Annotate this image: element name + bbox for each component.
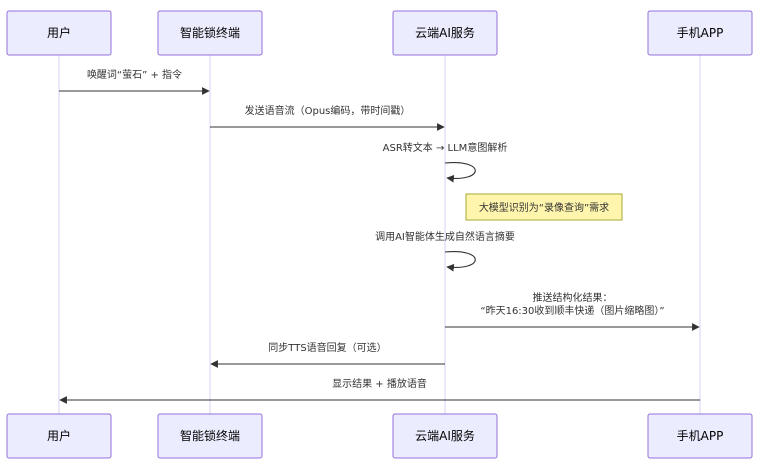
participant-label: 手机APP — [677, 429, 724, 443]
participant-box — [392, 10, 498, 56]
message-cloud-to-app: 推送结构化结果：“昨天16:30收到顺丰快递（图片缩略图）” — [445, 291, 700, 331]
participant-cloud-top: 云端AI服务 — [392, 10, 498, 56]
message-label: 发送语音流（Opus编码，带时间戳） — [245, 104, 411, 117]
message-cloud-to-lock: 同步TTS语音回复（可选） — [210, 341, 445, 368]
message-label: “昨天16:30收到顺丰快递（图片缩略图）” — [480, 304, 664, 317]
note: 大模型识别为“录像查询”需求 — [465, 193, 623, 221]
message-app-to-user: 显示结果 + 播放语音 — [59, 377, 700, 404]
message-user-to-lock: 唤醒词“萤石” + 指令 — [59, 68, 210, 95]
note-box — [465, 193, 623, 221]
participant-box — [157, 10, 263, 56]
self-message-cloud-to-cloud: 调用AI智能体生成自然语言摘要 — [375, 230, 515, 272]
lifelines — [58, 55, 701, 414]
participant-box — [392, 413, 498, 459]
message-label: 唤醒词“萤石” + 指令 — [87, 68, 182, 81]
message-lock-to-cloud: 发送语音流（Opus编码，带时间戳） — [210, 104, 445, 131]
self-message-arrow — [444, 250, 476, 272]
participant-app-bottom: 手机APP — [647, 413, 753, 459]
participant-label: 用户 — [47, 428, 71, 443]
participant-label: 智能锁终端 — [180, 25, 240, 40]
participant-label: 智能锁终端 — [180, 428, 240, 443]
participant-lock-top: 智能锁终端 — [157, 10, 263, 56]
participant-app-top: 手机APP — [647, 10, 753, 56]
participant-label: 云端AI服务 — [415, 428, 475, 443]
participant-box — [6, 10, 112, 56]
participant-label: 手机APP — [677, 26, 724, 40]
participant-label: 云端AI服务 — [415, 25, 475, 40]
self-message-arrow — [444, 161, 476, 183]
message-label: ASR转文本 → LLM意图解析 — [383, 141, 508, 154]
participant-box — [6, 413, 112, 459]
self-message-cloud-to-cloud: ASR转文本 → LLM意图解析 — [383, 141, 508, 183]
participant-label: 用户 — [47, 25, 71, 40]
note-text: 大模型识别为“录像查询”需求 — [479, 201, 609, 214]
message-label: 显示结果 + 播放语音 — [332, 377, 427, 390]
participant-box — [157, 413, 263, 459]
participant-lock-bottom: 智能锁终端 — [157, 413, 263, 459]
message-label: 推送结构化结果： — [533, 291, 613, 304]
participant-box — [647, 413, 753, 459]
participant-box — [647, 10, 753, 56]
message-label: 同步TTS语音回复（可选） — [268, 341, 386, 354]
participant-user-top: 用户 — [6, 10, 112, 56]
message-label: 调用AI智能体生成自然语言摘要 — [375, 230, 515, 243]
participant-user-bottom: 用户 — [6, 413, 112, 459]
participant-cloud-bottom: 云端AI服务 — [392, 413, 498, 459]
